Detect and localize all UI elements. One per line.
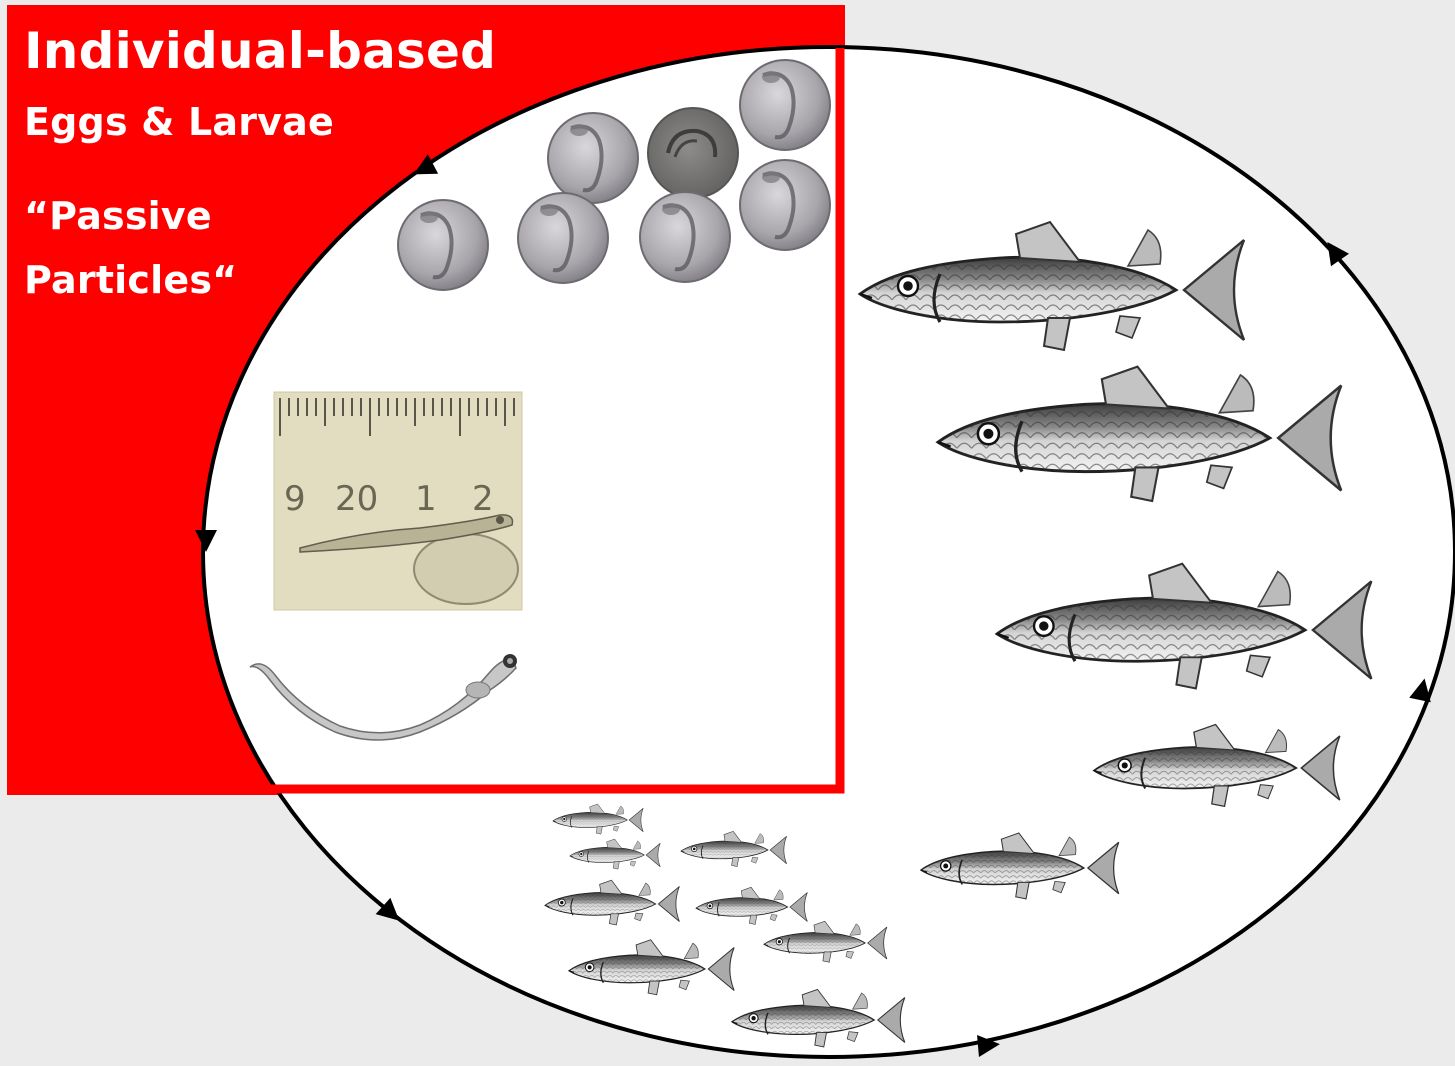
- panel-note-line-2: Particles“: [24, 258, 237, 302]
- panel-title: Individual-based: [24, 22, 496, 80]
- ruler-number: 2: [472, 479, 494, 519]
- ruler-number: 9: [284, 479, 306, 519]
- fish-egg-icon: [648, 108, 738, 198]
- fish-egg-icon: [518, 193, 608, 283]
- fish-egg-icon: [548, 113, 638, 203]
- ruler-photo: 9 20 1 2: [274, 392, 522, 610]
- fish-egg-icon: [740, 160, 830, 250]
- fish-egg-icon: [398, 200, 488, 290]
- panel-note-line-1: “Passive: [24, 194, 212, 238]
- fish-egg-icon: [640, 192, 730, 282]
- fish-egg-icon: [740, 60, 830, 150]
- panel-subtitle: Eggs & Larvae: [24, 100, 334, 144]
- ruler-number: 1: [415, 479, 437, 519]
- ruler-number: 20: [335, 479, 378, 519]
